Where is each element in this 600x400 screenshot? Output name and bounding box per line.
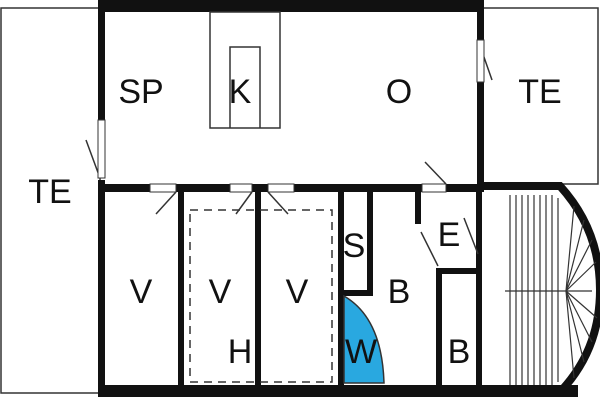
door-swings	[85, 39, 493, 185]
room-label-v2: V	[209, 273, 232, 311]
room-label-v1: V	[130, 273, 153, 311]
room-label-h: H	[228, 333, 253, 371]
sauna-fill	[343, 294, 385, 384]
room-label-te-left: TE	[28, 173, 71, 211]
garage-dashed-outline	[189, 209, 333, 383]
room-label-w: W	[345, 333, 377, 371]
room-label-s: S	[343, 227, 366, 265]
room-label-te-right: TE	[518, 73, 561, 111]
room-label-v3: V	[286, 273, 309, 311]
room-label-o: O	[386, 73, 412, 111]
room-label-sp: SP	[118, 73, 163, 111]
room-label-b-main: B	[388, 273, 411, 311]
stair-outer-wall	[480, 182, 600, 396]
staircase	[505, 195, 598, 385]
room-label-k: K	[229, 73, 252, 111]
room-label-e: E	[438, 216, 461, 254]
outer-walls	[98, 0, 578, 397]
kitchen-unit	[209, 11, 281, 129]
room-partitions	[178, 184, 482, 390]
room-label-b-small: B	[448, 333, 471, 371]
entry-door-swings	[420, 217, 479, 267]
middle-door-gaps	[149, 183, 447, 193]
